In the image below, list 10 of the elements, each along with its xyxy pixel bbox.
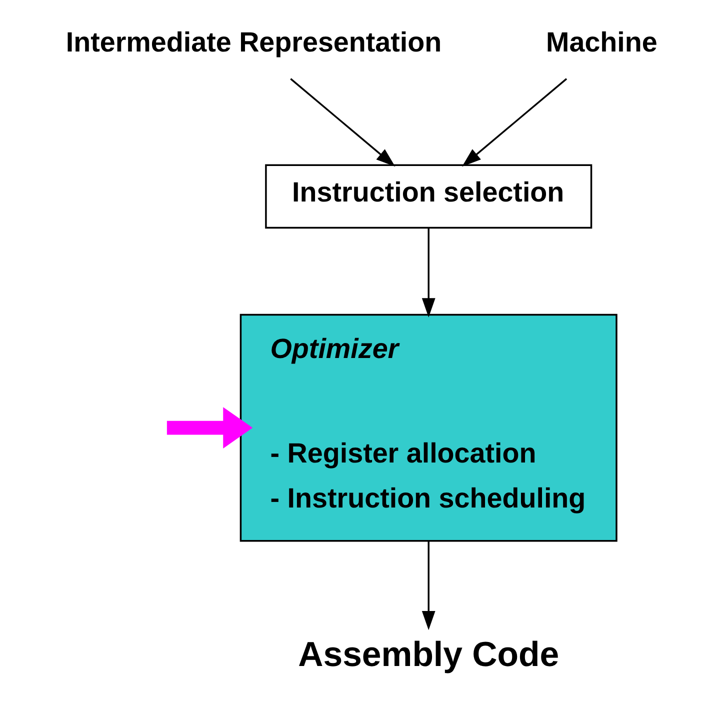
node-text: Intermediate Representation [66, 26, 442, 58]
arrow [422, 228, 436, 318]
node-box: Instruction selection [265, 164, 592, 229]
node-text: Assembly Code [298, 636, 560, 674]
node-box: Optimizer - Register allocation - Instruction scheduling [240, 314, 618, 542]
arrow [422, 542, 436, 630]
arrow [462, 78, 568, 167]
arrow [166, 407, 253, 448]
node-text: Machine [546, 26, 658, 58]
arrow [290, 78, 396, 167]
